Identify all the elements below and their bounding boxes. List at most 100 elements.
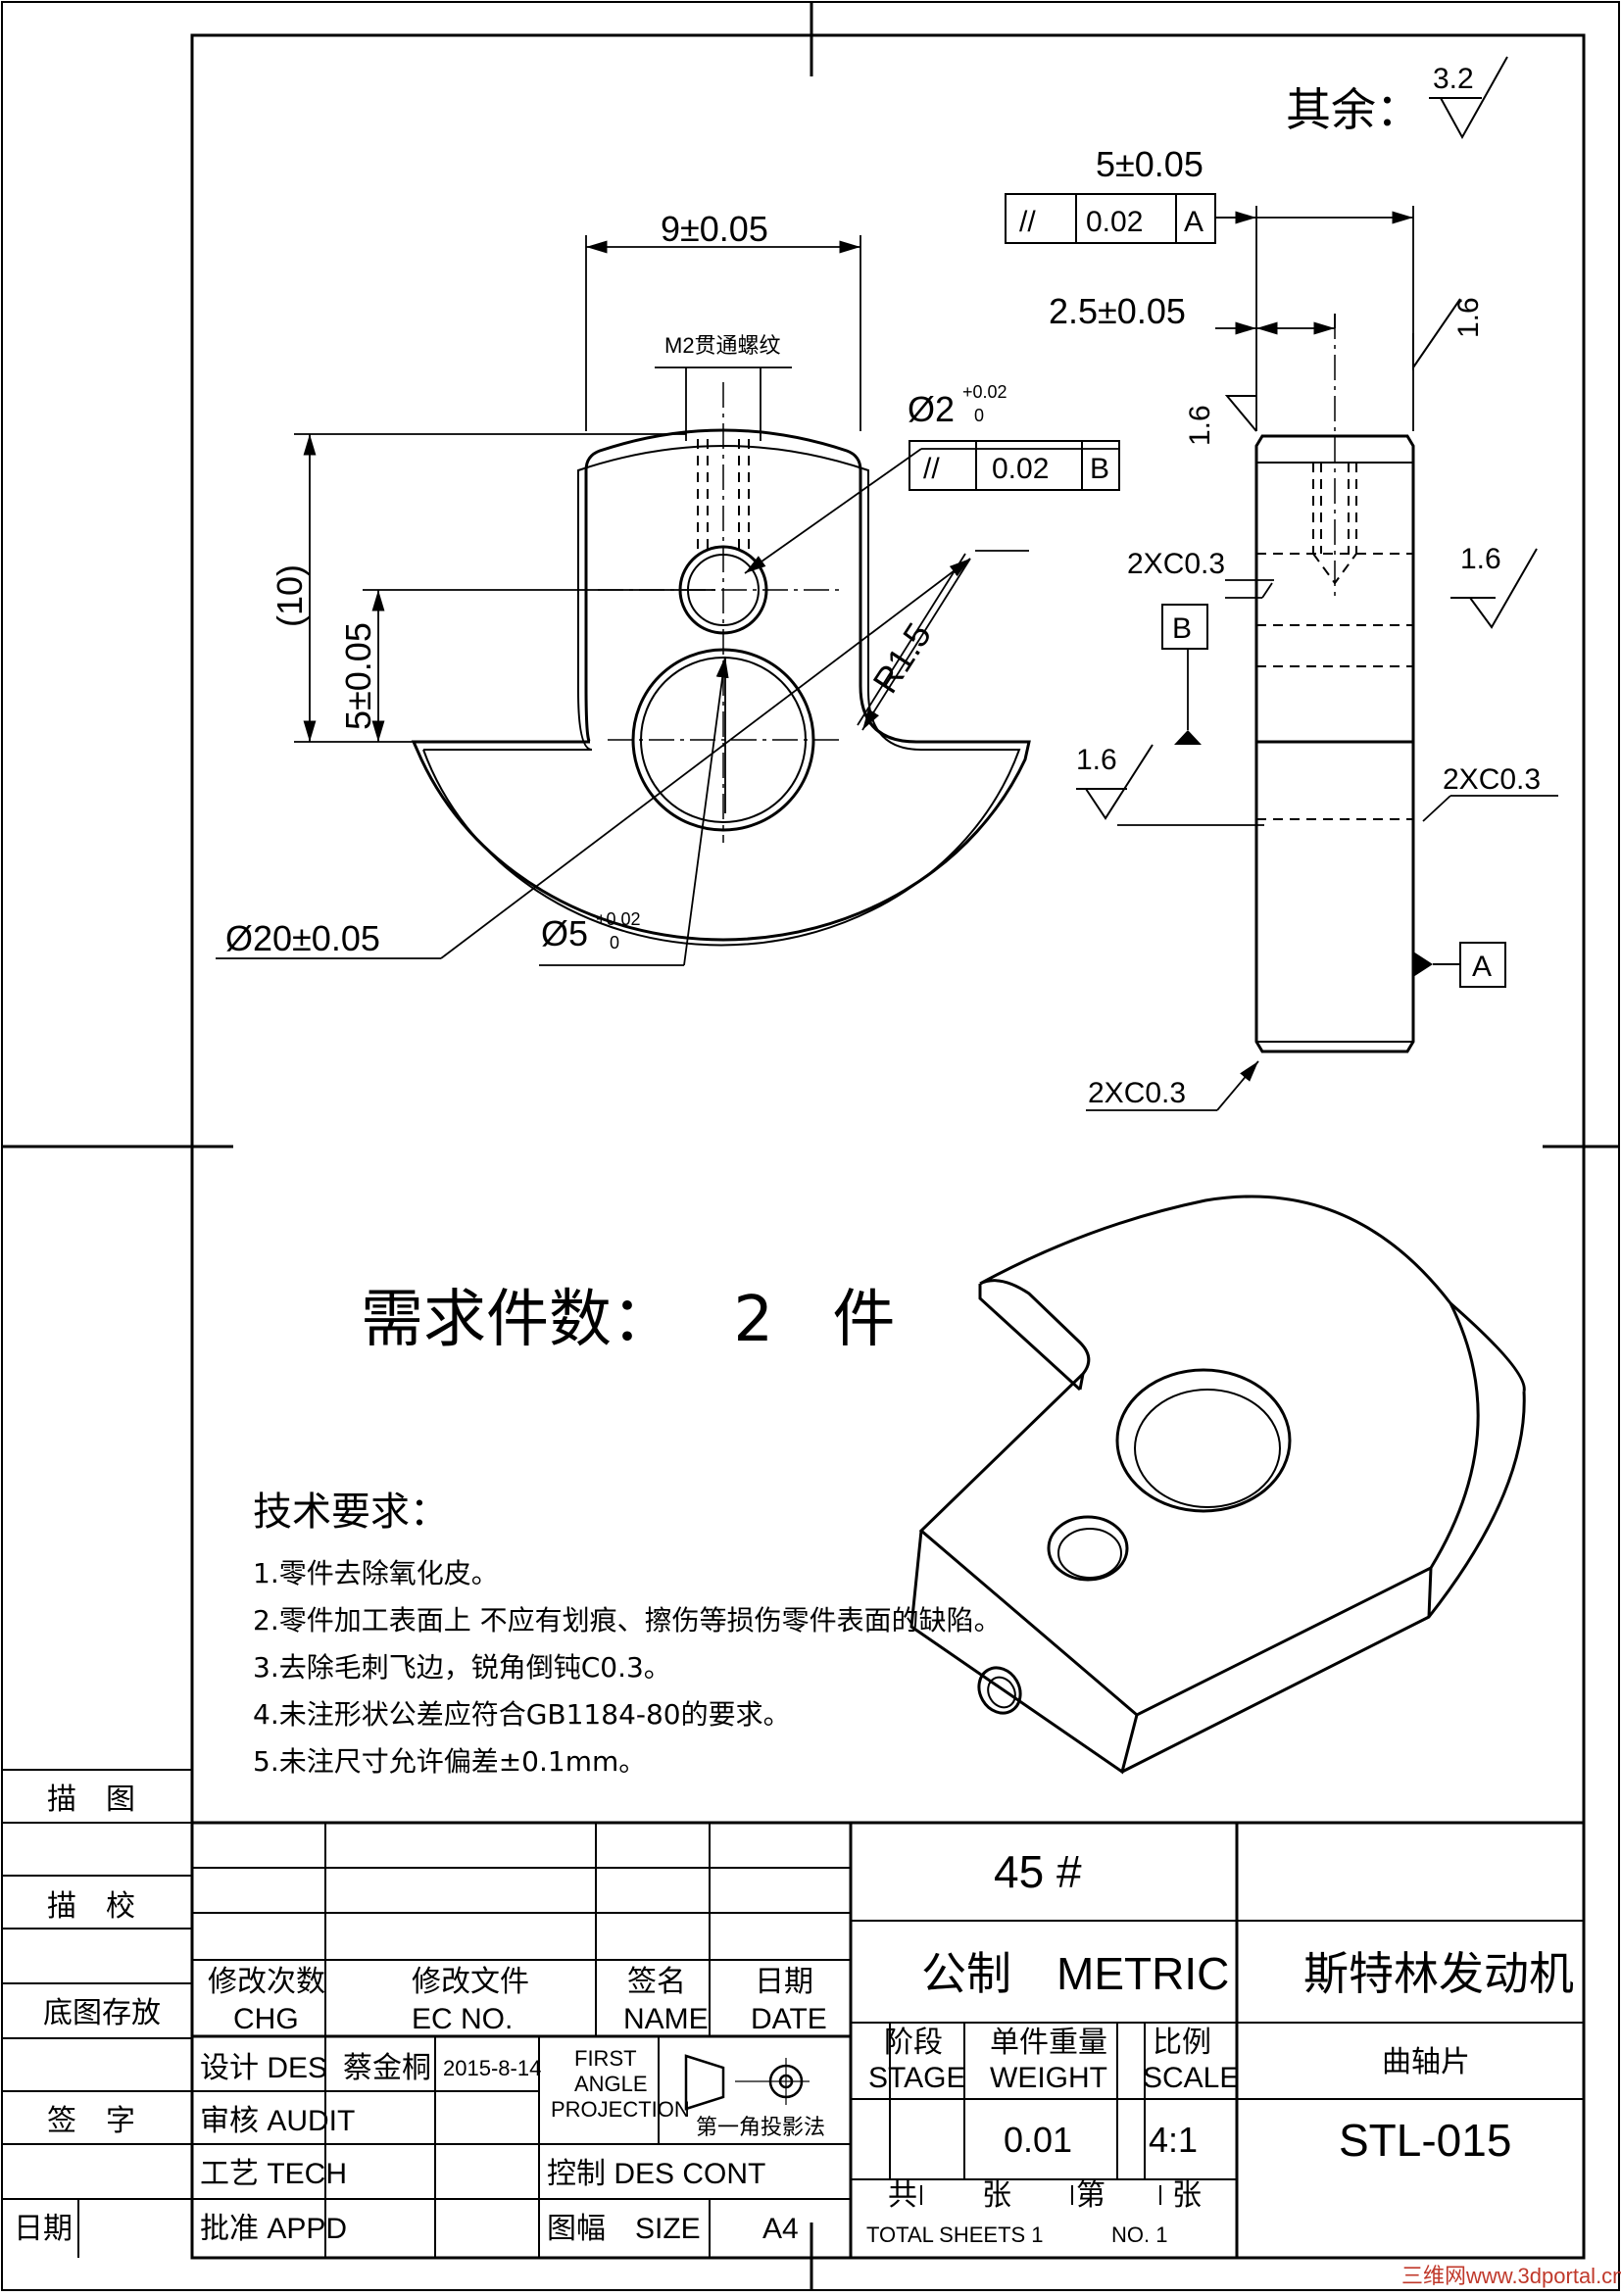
side-half-thickness: 2.5±0.05: [1049, 291, 1186, 331]
design-label: 设计 DES: [200, 2052, 327, 2084]
side-roughness-mid: 1.6: [1460, 543, 1501, 575]
front-small-hole-tol-upper: +0.02: [962, 382, 1007, 402]
front-parallel-symbol: //: [923, 453, 940, 485]
tech-requirement-item: 3.去除毛刺飞边，锐角倒钝C0.3。: [253, 1651, 671, 1684]
first-angle-projection-icon: [684, 2054, 810, 2111]
side-datum-a: A: [1472, 951, 1492, 983]
side-roughness-lower: 1.6: [1076, 744, 1117, 776]
front-center-hole: Ø5: [541, 913, 588, 953]
sheets-cn-1: 共: [888, 2179, 917, 2212]
sheets-total: TOTAL SHEETS 1: [866, 2223, 1044, 2247]
tech-requirement-item: 1.零件去除氧化皮。: [253, 1557, 499, 1589]
front-parallel-datum: B: [1090, 453, 1109, 485]
left-strip-archive: 底图存放: [43, 1997, 161, 2029]
rev-count-en: CHG: [233, 2003, 299, 2035]
control-label: 控制 DES CONT: [547, 2158, 765, 2190]
tech-requirements-title: 技术要求：: [253, 1490, 449, 1535]
approve-label: 批准 APPD: [200, 2213, 347, 2245]
roughness-general-label: 其余：: [1286, 84, 1421, 135]
side-chamfer-top: 2XC0.3: [1127, 548, 1225, 580]
projection-cn: 第一角投影法: [696, 2115, 825, 2139]
tech-label: 工艺 TECH: [200, 2158, 347, 2190]
weight-cn: 单件重量: [990, 2027, 1107, 2059]
front-small-hole-tol-lower: 0: [974, 406, 984, 425]
projection-line-2: ANGLE: [574, 2072, 648, 2096]
quantity-label: 需求件数：: [361, 1284, 674, 1356]
audit-label: 审核 AUDIT: [200, 2105, 355, 2137]
date-en: DATE: [751, 2003, 827, 2035]
front-dimensions: [216, 235, 1119, 966]
datum-a-triangle: [1413, 952, 1433, 977]
roughness-general-symbol: [1429, 56, 1508, 140]
rev-file-cn: 修改文件: [412, 1966, 529, 1998]
quantity-count: 2: [733, 1284, 774, 1356]
weight-value: 0.01: [1004, 2120, 1072, 2160]
side-parallel-symbol: //: [1019, 206, 1036, 238]
side-parallel-datum: A: [1184, 206, 1203, 238]
design-date: 2015-8-14: [443, 2056, 541, 2080]
rev-count-cn: 修改次数: [208, 1966, 325, 1998]
product-name: 斯特林发动机: [1303, 1948, 1574, 1999]
projection-line-1: FIRST: [574, 2046, 637, 2071]
tech-requirement-item: 4.未注形状公差应符合GB1184-80的要求。: [253, 1698, 791, 1731]
stage-en: STAGE: [868, 2062, 965, 2094]
front-small-hole: Ø2: [908, 389, 955, 429]
tech-requirements: 技术要求： 1.零件去除氧化皮。 2.零件加工表面上 不应有划痕、擦伤等损伤零件…: [253, 1480, 1002, 1785]
title-block-grid: [190, 1821, 1586, 2260]
front-dim-height-ref: (10): [270, 564, 310, 627]
front-parallel-frame: [909, 440, 1120, 491]
side-roughness-right: 1.6: [1452, 297, 1485, 338]
datum-b-triangle: [1174, 730, 1202, 745]
quantity-note: 需求件数： 2 件: [361, 1269, 895, 1359]
date-cn: 日期: [755, 1966, 813, 1998]
side-roughness-left: 1.6: [1184, 405, 1216, 446]
isometric-view: [909, 1195, 1526, 1775]
unit-system: 公制 METRIC: [921, 1948, 1229, 1999]
front-thread-note: M2贯通螺纹: [664, 333, 781, 358]
scale-en: SCALE: [1143, 2062, 1239, 2094]
material: 45 #: [994, 1846, 1082, 1897]
side-chamfer-mid: 2XC0.3: [1443, 763, 1541, 796]
sheets-cn-4: 张: [1172, 2179, 1202, 2212]
front-dim-width: 9±0.05: [661, 209, 768, 249]
tech-requirement-item: 2.零件加工表面上 不应有划痕、擦伤等损伤零件表面的缺陷。: [253, 1604, 1002, 1637]
left-strip-check: 描 校: [47, 1890, 135, 1923]
projection-line-3: PROJECTION: [551, 2097, 690, 2122]
front-radius: R1.5: [864, 615, 939, 700]
weight-en: WEIGHT: [990, 2062, 1107, 2094]
designer-name: 蔡金桐: [343, 2052, 431, 2084]
quantity-unit: 件: [832, 1284, 896, 1356]
side-chamfer-bottom: 2XC0.3: [1088, 1077, 1186, 1109]
size-value: A4: [762, 2213, 799, 2245]
sign-cn: 签名: [627, 1966, 686, 1998]
sheet-number: NO. 1: [1111, 2223, 1167, 2247]
side-parallel-frame: [1005, 193, 1216, 244]
left-strip: [2, 1769, 192, 2258]
size-label: 图幅 SIZE: [547, 2213, 701, 2245]
left-strip-signature: 签 字: [47, 2105, 135, 2137]
sheets-cn-2: 张: [982, 2179, 1011, 2212]
stage-cn: 阶段: [884, 2027, 943, 2059]
rev-file-en: EC NO.: [412, 2003, 513, 2035]
roughness-general-value: 3.2: [1433, 63, 1474, 95]
side-datum-b: B: [1172, 612, 1192, 645]
scale-cn: 比例: [1153, 2027, 1211, 2059]
part-number: STL-015: [1339, 2115, 1511, 2166]
watermark: 三维网www.3dportal.cn: [1401, 2264, 1621, 2288]
side-parallel-value: 0.02: [1086, 206, 1143, 238]
side-view: [1254, 314, 1415, 1053]
front-parallel-value: 0.02: [992, 453, 1049, 485]
part-name: 曲轴片: [1382, 2046, 1470, 2078]
sign-en: NAME: [623, 2003, 709, 2035]
side-roughness-symbols: [1076, 298, 1538, 988]
front-center-hole-tol-upper: +0.02: [596, 909, 641, 929]
sheets-cn-3: 第: [1076, 2179, 1105, 2212]
left-strip-date: 日期: [14, 2213, 73, 2245]
side-dimensions: [1086, 206, 1558, 1111]
scale-value: 4:1: [1149, 2120, 1198, 2160]
front-dim-offset: 5±0.05: [338, 622, 378, 730]
front-center-hole-tol-lower: 0: [610, 933, 619, 953]
